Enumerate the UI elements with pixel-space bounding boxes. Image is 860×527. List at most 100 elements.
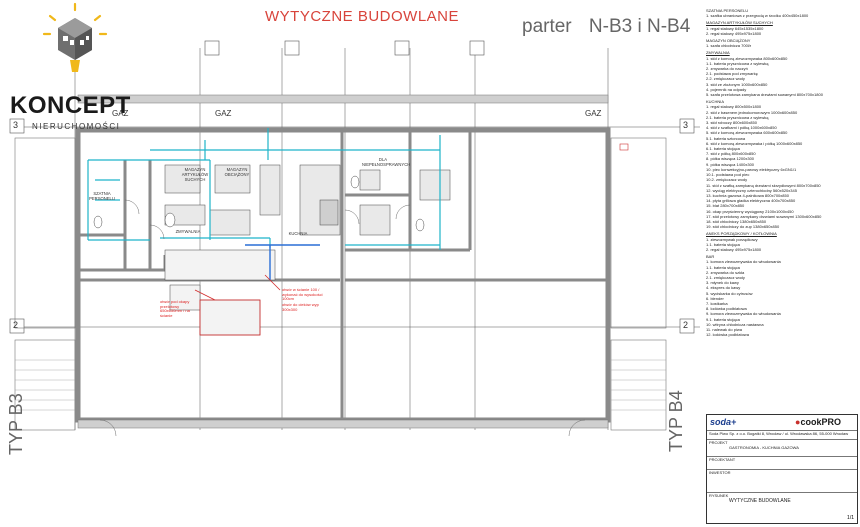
stair-treads — [15, 359, 666, 411]
brand-subtitle: NIERUCHOMOŚCI — [32, 122, 121, 131]
gaz-label-1: GAZ — [112, 109, 129, 118]
spec-item: 2. zmywarka do szkła — [706, 269, 745, 275]
spec-item: 2. regał stalowy 495x975x1800 — [706, 30, 762, 36]
axis-markers — [9, 40, 695, 334]
spec-item: 1. szafka ubraniowa z przegrodą w środku… — [706, 13, 809, 19]
spec-item: 9. półka wisząca 1400x300 — [706, 161, 755, 167]
spec-item: 2.1. zmiękczacz wody — [706, 274, 745, 280]
spec-item: 7. kostkarka — [706, 300, 728, 306]
spec-item: 6. blender — [706, 295, 724, 301]
spec-item: 4. pojemnik na odpady — [706, 86, 747, 92]
tb-drawing-value: WYTYCZNE BUDOWLANE — [729, 498, 791, 504]
gaz-label-2: GAZ — [215, 109, 232, 118]
red-leaders — [194, 274, 281, 336]
spec-item: 12. wyciąg elektryczny czterochłodny 560… — [706, 187, 797, 193]
tb-drawing: RYSUNEK WYTYCZNE BUDOWLANE — [707, 492, 857, 512]
spec-item: 2.2. zmiękczacz wody — [706, 76, 745, 82]
spec-item: 10. witryna chłodnicza nastawna — [706, 321, 764, 327]
tb-sheet: 1/1 — [847, 515, 854, 521]
logo-house-icon — [42, 2, 108, 72]
type-right-label: TYP B4 — [666, 390, 686, 452]
spec-item: 8. lodówka podblatowa — [706, 306, 747, 312]
axis-3-left: 3 — [13, 120, 19, 130]
spec-item: 18. stół chłodniczy 1380x650x850 — [706, 218, 767, 224]
spec-item: 10.2. zmiękczacz wody — [706, 177, 748, 183]
spec-item: 9. komora zlewozmywaka do wbudowania — [706, 311, 781, 317]
axis-2-left: 2 — [13, 320, 19, 330]
spec-item: 17. stół przelotowy zamykany drzwiami su… — [706, 213, 822, 219]
spec-item: 8. półka wisząca 1200x300 — [706, 156, 755, 162]
spec-item: 2. zmywarka do naczyń — [706, 66, 748, 72]
spec-item: 1.1. bateria prysznicowa z wylewką — [706, 60, 769, 66]
spec-item: 6.1. bateria stojąca — [706, 146, 740, 152]
spec-item: 4. stół z szafkami i półką 1000x600x850 — [706, 125, 777, 131]
spec-item: 3. młynek do kawy — [706, 280, 739, 286]
spec-item: 2.1. bateria prysznicowa z wylewką — [706, 114, 769, 120]
tb-project: PROJEKT GASTRONOMIA - KUCHNIA GAZOWA — [707, 439, 857, 455]
spec-item: 5. wyciskarka do cytrusów — [706, 290, 753, 296]
spec-item: 10. piec konwekcyjno-parowy elektryczny … — [706, 166, 797, 172]
spec-item: 6. stół z komorą zlewozmywaka i półką 10… — [706, 140, 803, 146]
spec-heading: ZMYWALNIA — [706, 50, 730, 56]
spec-item: 3. stół roboczy 800x600x850 — [706, 120, 757, 126]
red-note-2: otwór w ścianie 100 / wykonać do wysokoś… — [282, 287, 323, 302]
spec-heading: MAGAZYN OBCIĄŻONY — [706, 38, 751, 44]
floor-band — [77, 419, 609, 429]
spec-item: 1. zlewozmywak porządkowy — [706, 236, 758, 242]
tb-drawing-label: RYSUNEK — [709, 493, 729, 498]
spec-item: 11. stół z szafką zamykaną drzwiami skrz… — [706, 182, 821, 188]
room-loaded-storage: MAGAZYN OBCIĄŻONY — [224, 167, 250, 177]
soda-logo: soda+ — [710, 417, 737, 427]
spec-item: 13. kuchnia gazowa 4-palnikowa 800x700x8… — [706, 192, 789, 198]
installation-lines — [87, 128, 441, 250]
water-lines — [245, 244, 320, 280]
spec-item: 12. lodówka podblatowa — [706, 332, 749, 338]
spec-item: 5. szafa przelotowa zamykana drzwiami su… — [706, 92, 823, 98]
cookpro-mark-icon: ● — [795, 417, 801, 427]
brand-name: KONCEPT — [10, 92, 131, 119]
tb-address: Soda Piwo Sp. z o.o. Bogatki 8, Wrocław … — [707, 430, 857, 438]
room-kitchen: KUCHNIA — [288, 231, 308, 236]
door-swings — [99, 199, 586, 437]
room-staff-changing: SZATNIA PERSONELU — [89, 191, 115, 201]
spec-item: 5.1. bateria sztorcowa — [706, 135, 746, 141]
title-block: soda+ ●cookPRO Soda Piwo Sp. z o.o. Boga… — [706, 414, 858, 524]
room-dishwashing: ZMYWALNIA — [175, 229, 201, 234]
red-note-3: otwór do cieków wyp 300x300 — [282, 302, 319, 312]
spec-item: 10.1. podstawa pod piec — [706, 172, 750, 178]
gaz-label-3: GAZ — [585, 109, 602, 118]
spec-item: 2. stół z basenem jednokomorowym 1000x60… — [706, 109, 798, 115]
inner-walls — [78, 130, 608, 420]
red-note-boxes — [619, 143, 629, 151]
spec-item: 1.1. bateria stojąca — [706, 241, 740, 247]
equipment — [164, 164, 451, 336]
cookpro-logo: ●cookPRO — [795, 417, 841, 427]
tb-project-value: GASTRONOMIA - KUCHNIA GAZOWA — [729, 445, 799, 450]
spec-heading: BAR — [706, 254, 715, 260]
spec-heading: MAGAZYN ARTYKUŁÓW SUCHYCH — [706, 20, 773, 26]
spec-item: 1.1. bateria stojąca — [706, 264, 740, 270]
axis-3-right: 3 — [683, 120, 689, 130]
type-left-label: TYP B3 — [6, 393, 26, 455]
tb-project-label: PROJEKT — [709, 440, 728, 445]
red-note-1: otwór pod okapy przelotowy 650x650mm / n… — [160, 299, 190, 318]
spec-item: 7. stół z półką 800x600x850 — [706, 151, 756, 157]
spec-item: 19. stół chłodniczy do zup 1380x650x850 — [706, 224, 780, 230]
drawing-title: WYTYCZNE BUDOWLANE — [265, 8, 460, 25]
units-label: N-B3 i N-B4 — [588, 16, 691, 37]
spec-item: 14. płyta grillowa gładka elektryczna 40… — [706, 198, 796, 204]
spec-item: 15. blat 280x700x850 — [706, 203, 745, 209]
spec-item: 1. stół z komorą zlewozmywaka 800x600x85… — [706, 55, 788, 61]
cookpro-text: cookPRO — [800, 417, 841, 427]
spec-item: 1. komora zlewozmywaka do wbudowania — [706, 259, 781, 265]
floor-and-units: parter N-B3 i N-B4 — [522, 16, 690, 38]
axis-2-right: 2 — [683, 320, 689, 330]
spec-item: 5. stół z komorą zlewozmywaka 600x600x85… — [706, 130, 788, 136]
toilets — [93, 175, 425, 232]
spec-item: 4. ekspres do kawy — [706, 285, 741, 291]
spec-item: 2.1. podstawa pod zmywarkę — [706, 71, 758, 77]
tb-designer: PROJEKTANT — [707, 456, 857, 468]
spec-heading: SZATNIA PERSONELU — [706, 8, 749, 13]
